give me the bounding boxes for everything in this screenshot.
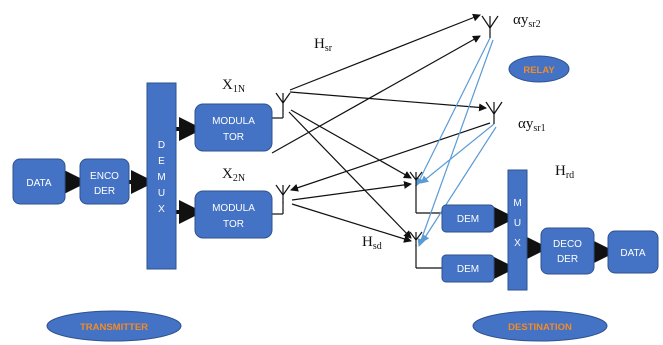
svg-text:DER: DER <box>557 254 578 265</box>
svg-text:DATA: DATA <box>620 248 646 259</box>
svg-text:X: X <box>514 238 521 249</box>
svg-text:DEM: DEM <box>457 264 479 275</box>
link-ant1-dest2 <box>288 111 412 239</box>
svg-text:DESTINATION: DESTINATION <box>508 322 572 333</box>
label-hrd: Hrd <box>555 163 574 181</box>
svg-text:DECO: DECO <box>553 239 582 250</box>
svg-text:MODULA: MODULA <box>212 116 255 127</box>
relay-links <box>416 37 497 247</box>
svg-text:DEM: DEM <box>457 214 479 225</box>
link-relay2-dest2 <box>417 39 494 247</box>
data-output-block: DATA <box>607 230 659 274</box>
dem-1-block: DEM <box>441 204 495 233</box>
destination-oval: DESTINATION <box>472 310 608 342</box>
svg-text:DATA: DATA <box>26 178 52 189</box>
svg-text:DER: DER <box>94 186 115 197</box>
antenna-icon <box>481 15 499 38</box>
svg-text:RELAY: RELAY <box>523 65 555 76</box>
svg-text:ENCO: ENCO <box>90 171 119 182</box>
svg-text:M: M <box>513 198 521 209</box>
antenna-icon <box>409 171 423 186</box>
link-relay1-ant2 <box>290 122 491 192</box>
svg-text:D: D <box>158 140 165 151</box>
data-input-block: DATA <box>12 158 66 205</box>
svg-text:TOR: TOR <box>223 132 244 143</box>
label-alpha-ysr2: αysr2 <box>513 12 541 30</box>
svg-text:TOR: TOR <box>223 219 244 230</box>
black-links <box>271 13 491 243</box>
label-hsd: Hsd <box>362 234 382 252</box>
demux-block: D E M U X <box>146 82 177 270</box>
link-relay2-dest1 <box>416 37 491 186</box>
encoder-block: ENCO DER <box>79 158 130 205</box>
link-relay1-dest1 <box>420 123 495 184</box>
link-ant2-dest1 <box>291 180 412 201</box>
mux-block: M U X <box>507 169 528 291</box>
svg-text:U: U <box>514 218 521 229</box>
link-ant1-dest1 <box>290 109 412 179</box>
link-ant2-relay2 <box>271 35 481 154</box>
svg-text:M: M <box>157 172 165 183</box>
modulator-1-block: MODULA TOR <box>194 103 273 152</box>
relay-oval: RELAY <box>508 55 570 83</box>
svg-text:E: E <box>158 156 165 167</box>
transmitter-oval: TRANSMITTER <box>46 310 182 342</box>
label-x1n: X1N <box>222 77 245 95</box>
label-alpha-ysr1: αysr1 <box>518 116 546 134</box>
link-ant2-dest2 <box>291 203 412 243</box>
label-hsr: Hsr <box>314 36 333 54</box>
link-relay1-dest2 <box>421 126 497 243</box>
svg-text:U: U <box>158 188 165 199</box>
svg-text:MODULA: MODULA <box>212 203 255 214</box>
svg-text:TRANSMITTER: TRANSMITTER <box>80 322 148 333</box>
dem-2-block: DEM <box>441 254 495 283</box>
link-ant1-relay1 <box>289 91 487 112</box>
label-x2n: X2N <box>222 166 245 184</box>
antenna-icon <box>275 184 291 203</box>
modulator-2-block: MODULA TOR <box>194 190 273 239</box>
svg-text:X: X <box>158 204 165 215</box>
antenna-icon <box>275 92 291 111</box>
link-ant1-relay2 <box>289 13 481 91</box>
decoder-block: DECO DER <box>540 227 595 275</box>
antenna-icon <box>485 101 503 124</box>
antenna-icon <box>409 231 423 246</box>
